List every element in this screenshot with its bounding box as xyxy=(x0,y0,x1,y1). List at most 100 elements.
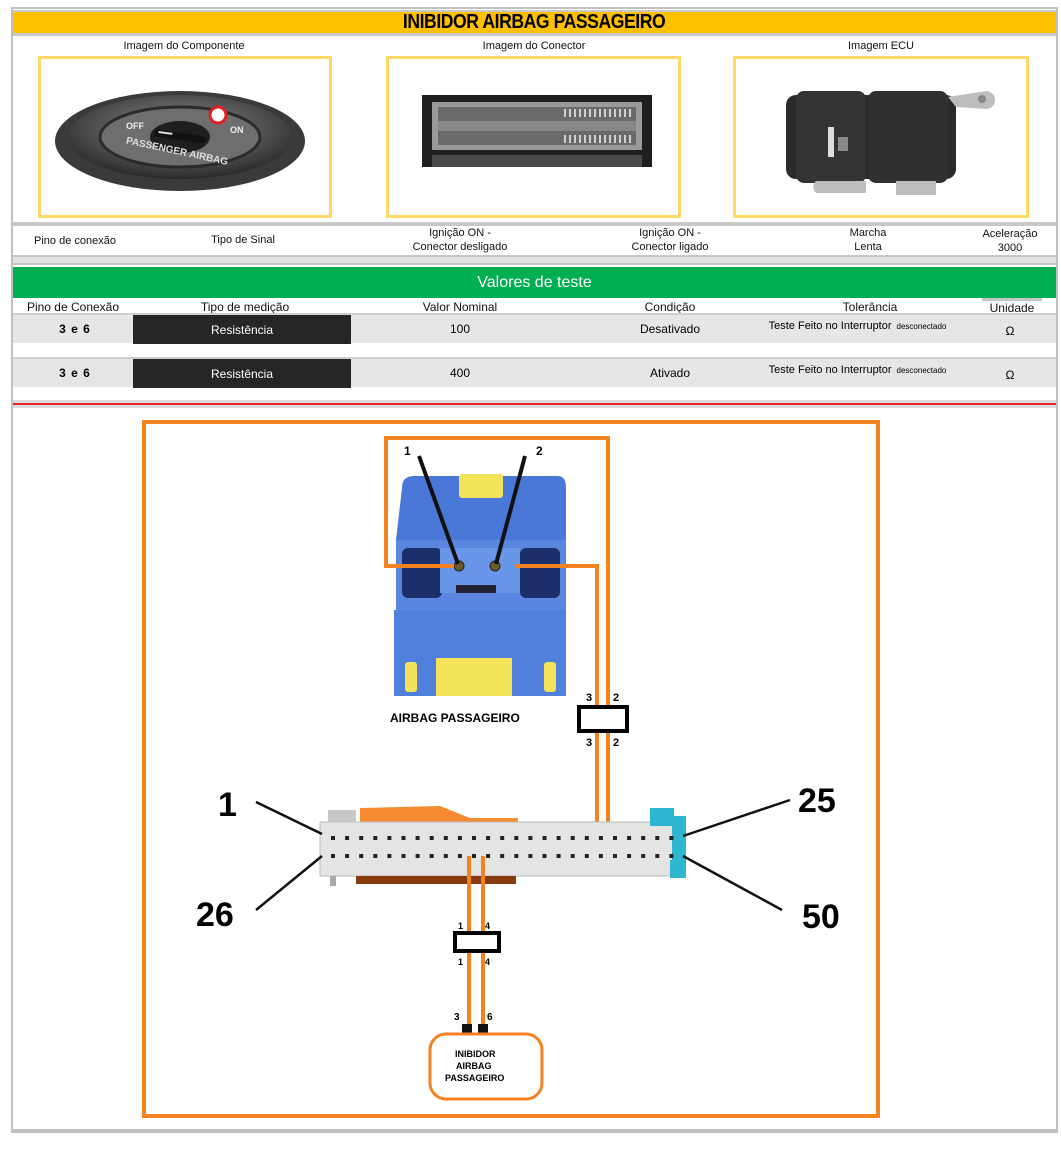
ecu-label-25: 25 xyxy=(798,782,836,820)
header-ign-on-connected: Ignição ON - Conector ligado xyxy=(600,226,740,254)
ecu-label-1: 1 xyxy=(218,786,237,824)
ecu-pin-hole xyxy=(387,854,392,858)
junction-bottom-label-4-lower: 4 xyxy=(485,957,490,967)
ecu-pointer-26 xyxy=(255,855,323,911)
inhibitor-label-line3: PASSAGEIRO xyxy=(445,1073,504,1083)
ecu-label-26: 26 xyxy=(196,896,234,934)
diagram-frame xyxy=(142,420,880,1118)
ecu-pin-hole xyxy=(613,836,617,840)
row2-tolerance-text: Teste Feito no Interruptor xyxy=(768,364,892,376)
header-accel: Aceleração 3000 xyxy=(970,227,1050,255)
ecu-pin-hole xyxy=(570,836,575,840)
row2-measurement: Resistência xyxy=(133,359,351,388)
ecu-pin-hole xyxy=(598,836,603,840)
inhibitor-label-line1: INIBIDOR xyxy=(455,1049,496,1059)
ecu-pin-hole xyxy=(627,836,632,840)
ecu-module-photo-icon xyxy=(786,91,995,195)
ecu-connector-icon xyxy=(319,806,686,886)
connector-tooth xyxy=(598,109,601,117)
junction-bottom-label-1-lower: 1 xyxy=(458,957,463,967)
ecu-pin-hole xyxy=(669,854,674,858)
ecu-pin-hole xyxy=(486,854,491,858)
row2-nominal: 400 xyxy=(449,366,471,380)
row1-tolerance-text: Teste Feito no Interruptor xyxy=(768,320,892,332)
connector-tooth xyxy=(628,135,631,143)
inhibitor-pin-label-6: 6 xyxy=(487,1012,493,1023)
junction-bottom-icon xyxy=(453,931,501,953)
connector-image xyxy=(386,56,681,218)
row1-pin: 3 e 6 xyxy=(59,322,91,336)
connector-tooth xyxy=(608,135,611,143)
ecu-pin-hole xyxy=(500,854,505,858)
ecu-pin-hole xyxy=(359,854,364,858)
ecu-pin-hole xyxy=(542,854,547,858)
header-accel-line2: 3000 xyxy=(997,242,1023,254)
ecu-pin-hole xyxy=(345,836,350,840)
connector-tooth xyxy=(628,109,631,117)
col-header-nominal: Valor Nominal xyxy=(422,300,498,314)
inhibitor-pin-6 xyxy=(478,1024,488,1033)
junction-top-label-2-upper: 2 xyxy=(613,692,619,704)
airbag-connector-label: AIRBAG PASSAGEIRO xyxy=(390,711,520,725)
connector-tooth xyxy=(563,135,566,143)
junction-bottom-label-1-upper: 1 xyxy=(458,921,463,931)
connector-tooth xyxy=(568,109,571,117)
ecu-pin-hole xyxy=(401,836,406,840)
ecu-pin-hole xyxy=(387,836,392,840)
connector-tooth xyxy=(578,109,581,117)
junction-top-label-3-lower: 3 xyxy=(586,737,592,749)
connector-tooth xyxy=(563,109,566,117)
connector-tooth xyxy=(583,109,586,117)
connector-tooth xyxy=(588,109,591,117)
ecu-pin-hole xyxy=(331,854,335,858)
junction-top-label-2-lower: 2 xyxy=(613,737,619,749)
row2-unit: Ω xyxy=(1005,368,1015,382)
inhibitor-box-icon xyxy=(428,1032,544,1101)
red-divider-line xyxy=(13,403,1056,405)
ecu-pin-hole xyxy=(373,854,378,858)
ecu-pin-hole xyxy=(556,854,561,858)
test-values-title: Valores de teste xyxy=(477,273,592,291)
ecu-pin-hole xyxy=(613,854,617,858)
row1-tolerance-note: desconectado xyxy=(896,321,947,331)
ecu-pin-hole xyxy=(429,854,434,858)
header-idle-line2: Lenta xyxy=(854,241,882,253)
col-header-tolerance: Tolerância xyxy=(842,300,898,314)
airbag-pin-label-1: 1 xyxy=(404,444,411,458)
ecu-pin-hole xyxy=(598,854,603,858)
row2-tolerance: Teste Feito no Interruptor desconectado xyxy=(735,357,980,383)
junction-bottom-label-4-upper: 4 xyxy=(485,921,490,931)
on-label: ON xyxy=(230,125,244,135)
ecu-pin-hole xyxy=(669,836,674,840)
ecu-pin-hole xyxy=(415,854,420,858)
header-idle-line1: Marcha xyxy=(849,227,887,239)
connector-tooth xyxy=(593,135,596,143)
row2-pin: 3 e 6 xyxy=(59,366,91,380)
ecu-pin-hole xyxy=(401,854,406,858)
row1-tolerance: Teste Feito no Interruptor desconectado xyxy=(735,313,980,339)
ecu-image xyxy=(733,56,1029,218)
ecu-pin-hole xyxy=(331,836,335,840)
header-ign-off-line2: Conector desligado xyxy=(412,241,508,253)
ecu-pin-hole xyxy=(655,836,660,840)
ecu-pin-hole xyxy=(472,836,476,840)
ecu-pin-hole xyxy=(514,854,519,858)
header-pin: Pino de conexão xyxy=(34,235,116,247)
ecu-pin-hole xyxy=(443,836,448,840)
junction-top-label-3-upper: 3 xyxy=(586,692,592,704)
title-bar: INIBIDOR AIRBAG PASSAGEIRO xyxy=(13,10,1056,36)
connector-tooth xyxy=(598,135,601,143)
ecu-pin-hole xyxy=(457,836,462,840)
ecu-pin-hole xyxy=(641,836,646,840)
connector-tooth xyxy=(573,109,576,117)
header-ign-off-line1: Ignição ON - xyxy=(429,227,491,239)
connector-tooth xyxy=(623,135,626,143)
header-signal-type: Tipo de Sinal xyxy=(211,234,275,246)
connector-tooth xyxy=(573,135,576,143)
ecu-pin-hole xyxy=(486,836,491,840)
ecu-pin-hole xyxy=(570,854,575,858)
connector-tooth xyxy=(608,109,611,117)
row1-unit: Ω xyxy=(1005,324,1015,338)
ecu-pin-hole xyxy=(528,836,533,840)
